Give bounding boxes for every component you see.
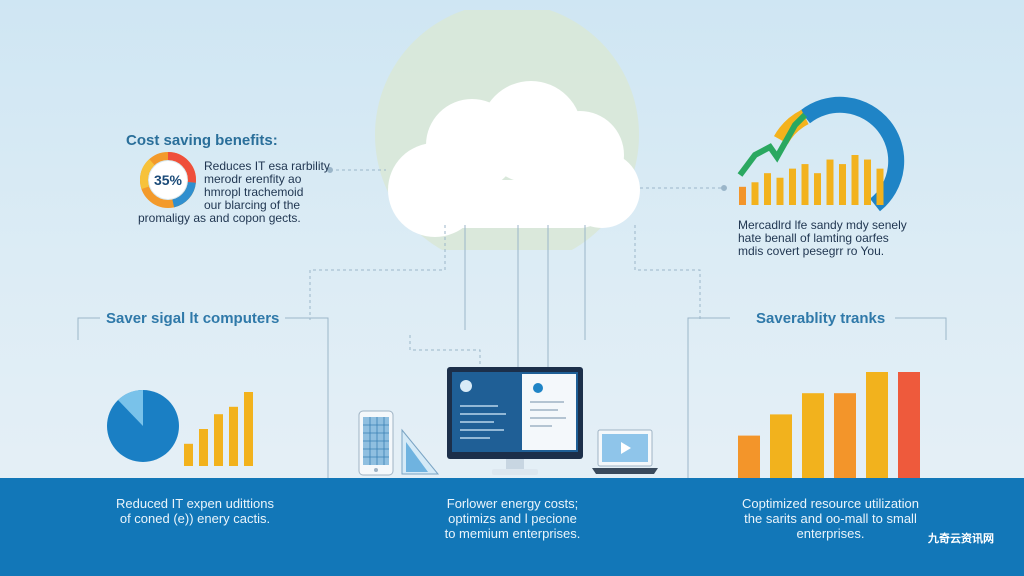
bar <box>738 435 760 478</box>
pie-chart <box>107 389 179 462</box>
bar <box>214 414 223 466</box>
bottom-left-line-1: Reduced IT expen udittions <box>115 496 275 511</box>
bar <box>839 164 846 205</box>
bottom-band <box>0 478 1024 576</box>
cost-line-3: hmropl trachemoid <box>204 185 304 199</box>
right-line-1: Mercadlrd lfe sandy mdy senely <box>738 218 907 232</box>
donut-value: 35% <box>154 172 183 188</box>
cloud-icon <box>388 81 640 237</box>
right-line-2: hate benall of lamting oarfes <box>738 231 889 245</box>
watermark: 九奇云资讯网 <box>928 533 994 545</box>
bar <box>739 186 746 205</box>
bottom-right-line-2: the sarits and oo-mall to small <box>744 511 917 526</box>
bar <box>834 393 856 478</box>
arc-blue <box>800 96 905 212</box>
bracket-right-b <box>895 317 947 340</box>
bottom-right-line-1: Coptimized resource utilization <box>741 496 920 511</box>
tablet-device <box>358 410 394 476</box>
bottom-center-line-3: to memium enterprises. <box>444 526 581 541</box>
bottom-left-line-2: of coned (e)) enery cactis. <box>119 511 271 526</box>
bottom-center-line-1: Forlower energy costs; <box>446 496 579 511</box>
bar <box>244 392 253 466</box>
bar <box>764 173 771 205</box>
play-icon <box>621 442 631 454</box>
bar <box>866 372 888 478</box>
mid-left-bar-chart <box>184 392 253 466</box>
bar <box>898 372 920 478</box>
bar <box>776 177 784 205</box>
bar <box>789 168 796 205</box>
connector-5 <box>409 335 481 368</box>
bar <box>876 168 884 205</box>
cost-line-4: our blarcing of the <box>204 198 301 212</box>
bar <box>199 429 208 466</box>
connector-mid-right <box>634 225 701 320</box>
bottom-center-line-2: optimizs and l pecione <box>448 511 577 526</box>
cost-line-2: merodr erenfity ao <box>204 172 302 186</box>
connector-mid-left <box>309 225 446 320</box>
bar <box>751 182 759 205</box>
bracket-left-b <box>285 317 329 478</box>
bottom-right-line-3: enterprises. <box>796 526 865 541</box>
bar <box>801 164 809 205</box>
cost-line-1: Reduces IT esa rarbility <box>204 159 330 173</box>
cost-saving-heading: Cost saving benefits: <box>126 132 278 149</box>
trend-line <box>737 112 808 177</box>
top-right-chart <box>737 96 905 212</box>
bar <box>802 393 824 478</box>
right-line-3: mdis covert pesegrr ro You. <box>738 244 885 258</box>
cost-line-5: promaligy as and copon gects. <box>138 211 301 225</box>
cloud-illustration <box>375 10 640 250</box>
bottom-left-text: Reduced IT expen udittions of coned (e))… <box>80 496 310 526</box>
pie-slice-small <box>118 389 143 426</box>
donut-chart: 35% <box>140 152 196 208</box>
laptop-device <box>592 429 658 474</box>
mid-right-bar-chart <box>738 372 920 478</box>
bracket-left-a <box>77 317 100 340</box>
bar <box>814 173 821 205</box>
mid-right-heading: Saverablity tranks <box>756 310 886 327</box>
bar <box>864 159 871 205</box>
bar <box>851 155 859 205</box>
solar-panel-device <box>401 428 440 475</box>
bracket-right-a <box>687 317 730 478</box>
bottom-right-text: Coptimized resource utilization the sari… <box>718 496 943 541</box>
bar <box>826 159 834 205</box>
bar <box>184 443 193 466</box>
monitor-device <box>447 367 583 475</box>
bottom-center-text: Forlower energy costs; optimizs and l pe… <box>400 496 625 541</box>
bar <box>770 414 792 478</box>
bar <box>229 406 238 466</box>
mid-left-heading: Saver sigal lt computers <box>106 310 280 327</box>
